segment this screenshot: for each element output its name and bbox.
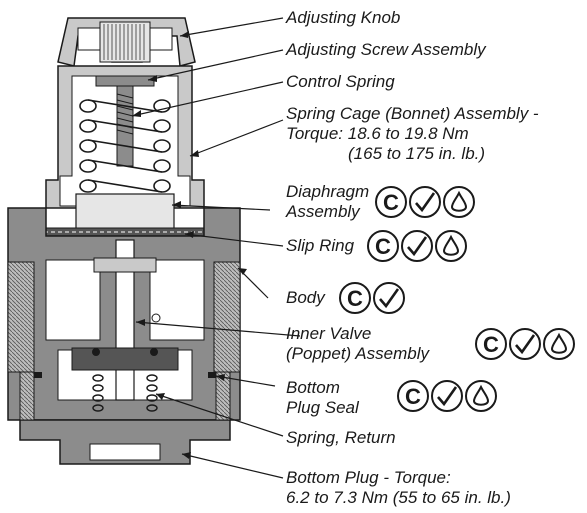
check-icon bbox=[409, 186, 441, 218]
c-icon: C bbox=[375, 186, 407, 218]
label-spring-return: Spring, Return bbox=[286, 428, 396, 447]
label-spring-cage-line2: Torque: 18.6 to 19.8 Nm bbox=[286, 124, 469, 143]
label-spring-cage-line1: Spring Cage (Bonnet) Assembly - bbox=[286, 104, 539, 123]
label-inner-valve-line1: Inner Valve bbox=[286, 324, 372, 343]
c-icon: C bbox=[367, 230, 399, 262]
drop-icon bbox=[465, 380, 497, 412]
check-icon bbox=[431, 380, 463, 412]
label-diaphragm-line1: Diaphragm bbox=[286, 182, 370, 201]
drop-icon bbox=[435, 230, 467, 262]
label-inner-valve-line2: (Poppet) Assembly bbox=[286, 344, 429, 363]
inner-valve bbox=[71, 239, 179, 401]
check-icon bbox=[401, 230, 433, 262]
c-icon-letter: C bbox=[375, 234, 391, 259]
label-spring-cage-line3: (165 to 175 in. lb.) bbox=[348, 144, 486, 163]
c-icon-letter: C bbox=[483, 332, 499, 357]
label-body: Body bbox=[286, 288, 325, 307]
check-icon bbox=[373, 282, 405, 314]
c-icon: C bbox=[339, 282, 371, 314]
label-bottom-plug-line2: 6.2 to 7.3 Nm (55 to 65 in. lb.) bbox=[286, 488, 511, 507]
c-icon: C bbox=[397, 380, 429, 412]
bottom-plug bbox=[19, 371, 231, 465]
diaphragm-assembly bbox=[29, 193, 221, 237]
label-diaphragm-line2: Assembly bbox=[286, 202, 360, 221]
control-spring bbox=[79, 99, 171, 193]
label-slip-ring: Slip Ring bbox=[286, 236, 355, 255]
drop-icon bbox=[543, 328, 575, 360]
label-adjusting-screw-assembly: Adjusting Screw Assembly bbox=[286, 40, 486, 59]
c-icon-letter: C bbox=[405, 384, 421, 409]
c-icon: C bbox=[475, 328, 507, 360]
label-bottom-plug-line1: Bottom Plug - Torque: bbox=[286, 468, 451, 487]
label-bottom-plug-seal-line2: Plug Seal bbox=[286, 398, 359, 417]
arrowheads bbox=[132, 31, 247, 459]
drop-icon bbox=[443, 186, 475, 218]
check-icon bbox=[509, 328, 541, 360]
return-spring bbox=[92, 374, 158, 412]
label-control-spring: Control Spring bbox=[286, 72, 395, 91]
label-adjusting-knob: Adjusting Knob bbox=[286, 8, 401, 27]
adjusting-knob bbox=[57, 17, 196, 67]
c-icon-letter: C bbox=[347, 286, 363, 311]
c-icon-letter: C bbox=[383, 190, 399, 215]
label-bottom-plug-seal-line1: Bottom bbox=[286, 378, 340, 397]
